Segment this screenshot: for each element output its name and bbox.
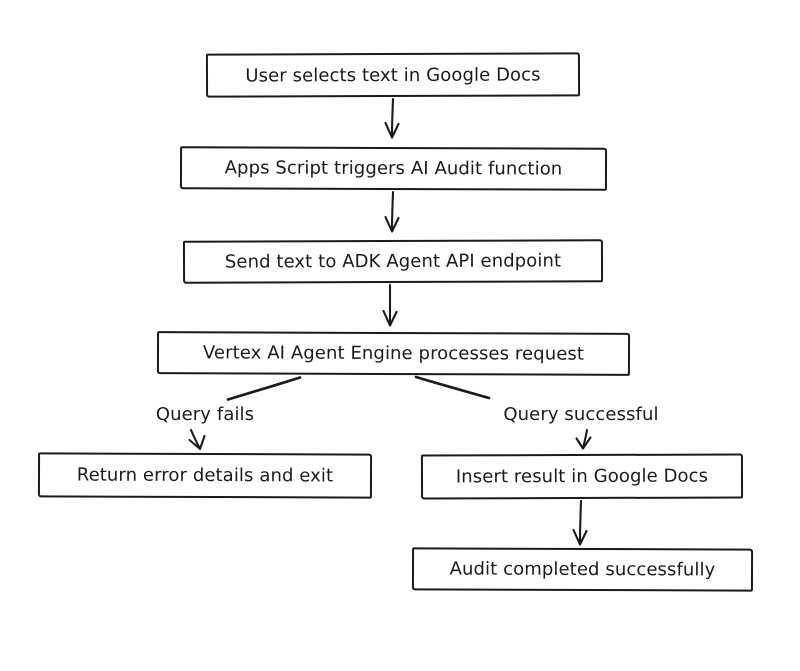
- arrow-insert-done: [572, 499, 588, 546]
- arrow-fail: [188, 428, 206, 451]
- node-trigger: Apps Script triggers AI Audit function: [179, 146, 608, 191]
- node-start: User selects text in Google Docs: [205, 52, 581, 98]
- node-error: Return error details and exit: [37, 452, 373, 499]
- node-done: Audit completed successfully: [411, 547, 754, 592]
- branch-line-success: [414, 375, 491, 400]
- arrow-success: [575, 428, 592, 450]
- node-insert: Insert result in Google Docs: [420, 453, 744, 500]
- arrow-send-process: [382, 283, 398, 327]
- edge-label-query-fails: Query fails: [155, 404, 255, 425]
- arrow-trigger-send: [384, 190, 400, 233]
- branch-line-fail: [226, 376, 302, 401]
- edge-label-query-successful: Query successful: [503, 404, 659, 425]
- node-send: Send text to ADK Agent API endpoint: [182, 239, 604, 284]
- arrow-start-trigger: [384, 97, 400, 139]
- node-process: Vertex AI Agent Engine processes request: [156, 331, 631, 376]
